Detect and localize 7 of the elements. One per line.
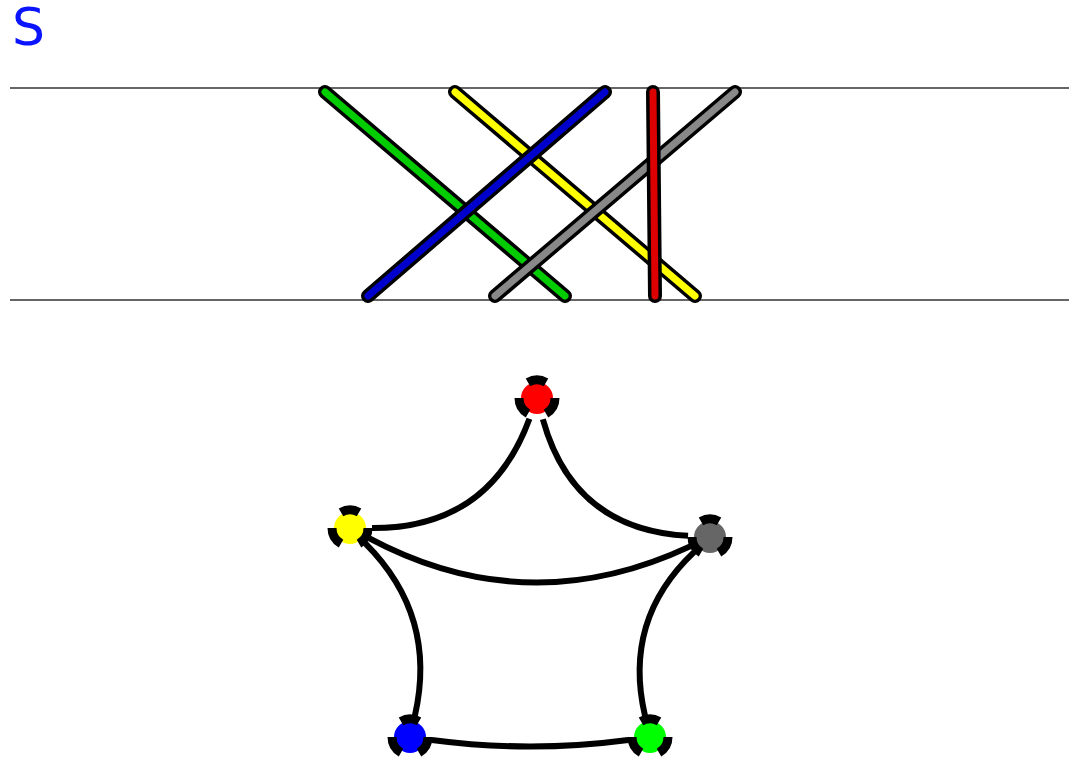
edge-line xyxy=(431,736,629,750)
edge-line xyxy=(636,550,697,717)
title: S xyxy=(12,0,45,59)
edge-line xyxy=(363,541,424,717)
edge-line xyxy=(368,535,692,586)
edge-line xyxy=(540,418,689,539)
edge-line xyxy=(371,417,533,532)
